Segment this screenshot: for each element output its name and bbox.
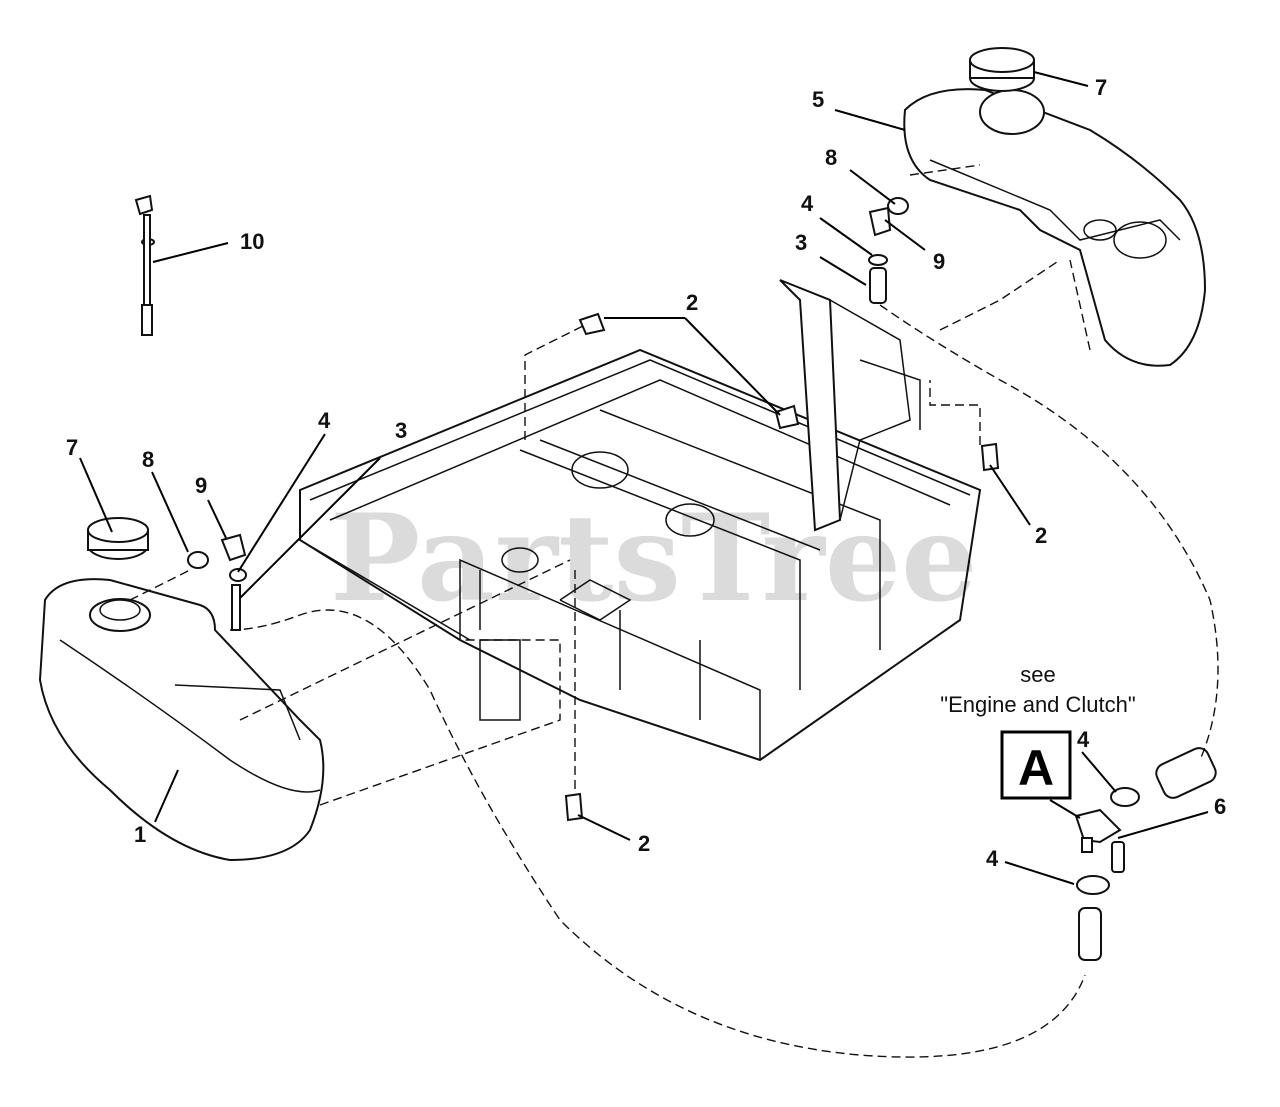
callout-8-right[interactable]: 8 (825, 145, 837, 170)
shutoff-valve (1074, 808, 1125, 873)
upper-hose (1155, 747, 1217, 799)
callout-4-lower-clamp[interactable]: 4 (986, 846, 999, 871)
bolt-right (980, 442, 1000, 472)
left-fuel-tank (38, 578, 325, 862)
callout-10[interactable]: 10 (240, 229, 264, 254)
left-fuel-cap (87, 517, 149, 560)
right-fuel-cap (969, 47, 1035, 92)
callout-2-top[interactable]: 2 (686, 290, 698, 315)
right-elbow-fitting (868, 206, 892, 237)
callout-3-left[interactable]: 3 (395, 418, 407, 443)
upper-hose-clamp (1110, 787, 1140, 807)
callout-2-bottom[interactable]: 2 (638, 831, 650, 856)
lower-hose (1078, 907, 1102, 961)
routing-lines (129, 164, 1219, 1058)
callout-6[interactable]: 6 (1214, 794, 1226, 819)
dipstick-screw (134, 194, 155, 336)
callout-3-right[interactable]: 3 (795, 230, 807, 255)
reference-note-line2: "Engine and Clutch" (940, 692, 1135, 717)
reference-box[interactable]: A (1000, 730, 1072, 800)
right-clamp (868, 254, 888, 266)
watermark: PartsTree (330, 488, 977, 629)
chassis-frame (299, 279, 982, 762)
bolt-center (774, 404, 800, 430)
left-bushing (187, 551, 209, 569)
left-elbow-fitting (220, 533, 247, 562)
left-clamp (229, 568, 247, 582)
right-fuel-line (869, 267, 887, 304)
callout-8-left[interactable]: 8 (142, 447, 154, 472)
callout-9-left[interactable]: 9 (195, 473, 207, 498)
callout-9-right[interactable]: 9 (933, 249, 945, 274)
callout-1[interactable]: 1 (134, 822, 146, 847)
reference-note-line1: see (1020, 662, 1055, 687)
callout-4-upper-clamp[interactable]: 4 (1077, 727, 1090, 752)
left-fuel-line (231, 584, 241, 631)
callout-7-left[interactable]: 7 (66, 435, 78, 460)
callout-4-left[interactable]: 4 (318, 408, 331, 433)
callout-4-right[interactable]: 4 (801, 191, 814, 216)
callout-2-right[interactable]: 2 (1035, 523, 1047, 548)
leader-lines (79, 71, 1209, 885)
callout-5[interactable]: 5 (812, 87, 824, 112)
reference-box-letter: A (1018, 740, 1054, 796)
callout-7-right[interactable]: 7 (1095, 75, 1107, 100)
right-fuel-tank (903, 88, 1207, 367)
lower-hose-clamp (1076, 875, 1110, 895)
callouts: 1 2 2 2 3 3 4 4 4 4 5 6 7 7 8 8 9 9 10 (66, 75, 1226, 871)
bolt-top (578, 312, 606, 336)
